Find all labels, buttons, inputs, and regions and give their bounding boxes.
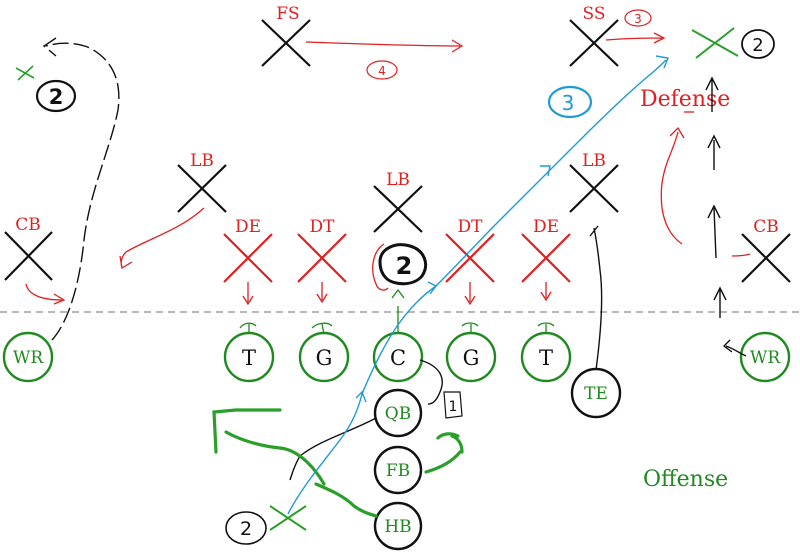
c-player: C — [372, 331, 424, 383]
cb-left-arrow — [25, 283, 66, 305]
qb-label: QB — [385, 404, 411, 424]
cb-right-player: CB — [741, 217, 791, 283]
g-left-label: G — [316, 346, 333, 370]
fs-label: FS — [276, 4, 299, 24]
lb-left-arrow — [119, 207, 205, 270]
circled-number-fs-text: 4 — [378, 64, 386, 78]
circled-number-bottom-left: 2 — [225, 511, 267, 545]
t-left-label: T — [242, 346, 256, 370]
cb-right-label: CB — [753, 217, 779, 237]
cb-left-label: CB — [15, 215, 41, 235]
dt-left-player: DT — [297, 217, 347, 283]
te-label: TE — [584, 384, 608, 404]
circled-number-mid-line-text: 2 — [396, 252, 413, 280]
lb-middle-label: LB — [386, 170, 410, 190]
g-left-block — [311, 322, 333, 335]
c-block — [391, 288, 405, 332]
boxed-number-qb-side: 1 — [443, 391, 463, 419]
wr-right-hook — [722, 339, 747, 357]
de-left-arrow — [242, 282, 254, 306]
lb-right-player: LB — [569, 151, 619, 213]
t-right-block — [537, 322, 555, 334]
fs-arrow — [305, 39, 464, 53]
defense-arrows — [25, 32, 751, 306]
circled-number-ss-text: 3 — [634, 12, 642, 26]
dt-right-label: DT — [458, 217, 484, 237]
dt-left-arrow — [316, 282, 328, 304]
ss-player: SS — [569, 4, 619, 67]
fb-label: FB — [386, 461, 410, 481]
de-left-player: DE — [223, 217, 273, 283]
qb-player: QB — [373, 388, 423, 438]
de-right-label: DE — [533, 217, 559, 237]
wr-right-route — [705, 76, 727, 318]
t-right-label: T — [539, 346, 553, 370]
dt-left-label: DT — [310, 217, 336, 237]
de-right-arrow — [540, 282, 552, 302]
fb-lead-route — [424, 432, 464, 474]
c-to-qb-line — [419, 359, 443, 405]
circled-number-top-left-text: 2 — [49, 85, 64, 109]
g-right-block — [461, 322, 479, 334]
wr-right-player: WR — [739, 331, 791, 383]
ss-label: SS — [583, 4, 606, 24]
g-right-label: G — [463, 346, 480, 370]
offense-arrows — [239, 288, 555, 335]
defense-label: Defense — [640, 87, 730, 112]
circled-number-right-top: 2 — [741, 29, 775, 59]
fs-player: FS — [261, 4, 311, 67]
bold-green-routes — [212, 408, 464, 518]
wr-right-label: WR — [750, 348, 781, 368]
circled-number-mid-line: 2 — [378, 243, 427, 286]
blue-pass-route — [287, 55, 669, 515]
lb-left-player: LB — [177, 151, 227, 213]
cb-left-player: CB — [4, 215, 53, 281]
t-left-player: T — [223, 331, 275, 383]
te-route — [589, 225, 603, 371]
ss-arrow — [605, 32, 666, 44]
c-label: C — [390, 346, 406, 370]
circled-number-blue: 3 — [547, 85, 593, 119]
circled-number-right-top-text: 2 — [752, 35, 763, 56]
cb-right-short — [731, 253, 751, 257]
hb-player: HB — [373, 501, 423, 551]
boxed-number-qb-side-text: 1 — [449, 399, 458, 415]
lb-mid-arrow — [372, 243, 389, 291]
dt-right-arrow — [464, 282, 476, 306]
g-right-player: G — [445, 331, 497, 383]
lb-left-label: LB — [190, 151, 214, 171]
offense-label: Offense — [643, 467, 728, 492]
circled-number-blue-text: 3 — [562, 91, 575, 115]
hb-label: HB — [384, 517, 411, 537]
lb-right-label: LB — [582, 151, 606, 171]
t-left-block — [239, 322, 257, 334]
t-right-player: T — [520, 331, 572, 383]
circled-number-top-left: 2 — [35, 79, 77, 113]
te-player: TE — [570, 367, 622, 419]
de-left-label: DE — [235, 217, 261, 237]
lb-middle-player: LB — [373, 170, 423, 233]
green-x-top-right — [691, 27, 739, 59]
sweep-route-mid — [224, 430, 326, 486]
black-routes — [42, 37, 747, 481]
de-right-player: DE — [521, 217, 571, 283]
right-zone-arrow — [660, 126, 685, 245]
wr-left-route — [42, 37, 120, 341]
circled-number-bottom-left-text: 2 — [240, 518, 252, 540]
wr-left-label: WR — [13, 348, 44, 368]
sweep-route-top — [212, 408, 282, 454]
green-x-top-left — [15, 65, 35, 81]
fb-player: FB — [373, 445, 423, 495]
green-x-bottom — [269, 505, 307, 531]
circled-number-ss: 3 — [624, 9, 652, 27]
sweep-route-low — [314, 482, 378, 518]
circled-number-fs: 4 — [366, 60, 398, 80]
g-left-player: G — [298, 331, 350, 383]
dt-right-player: DT — [445, 217, 495, 283]
wr-left-player: WR — [2, 331, 54, 383]
